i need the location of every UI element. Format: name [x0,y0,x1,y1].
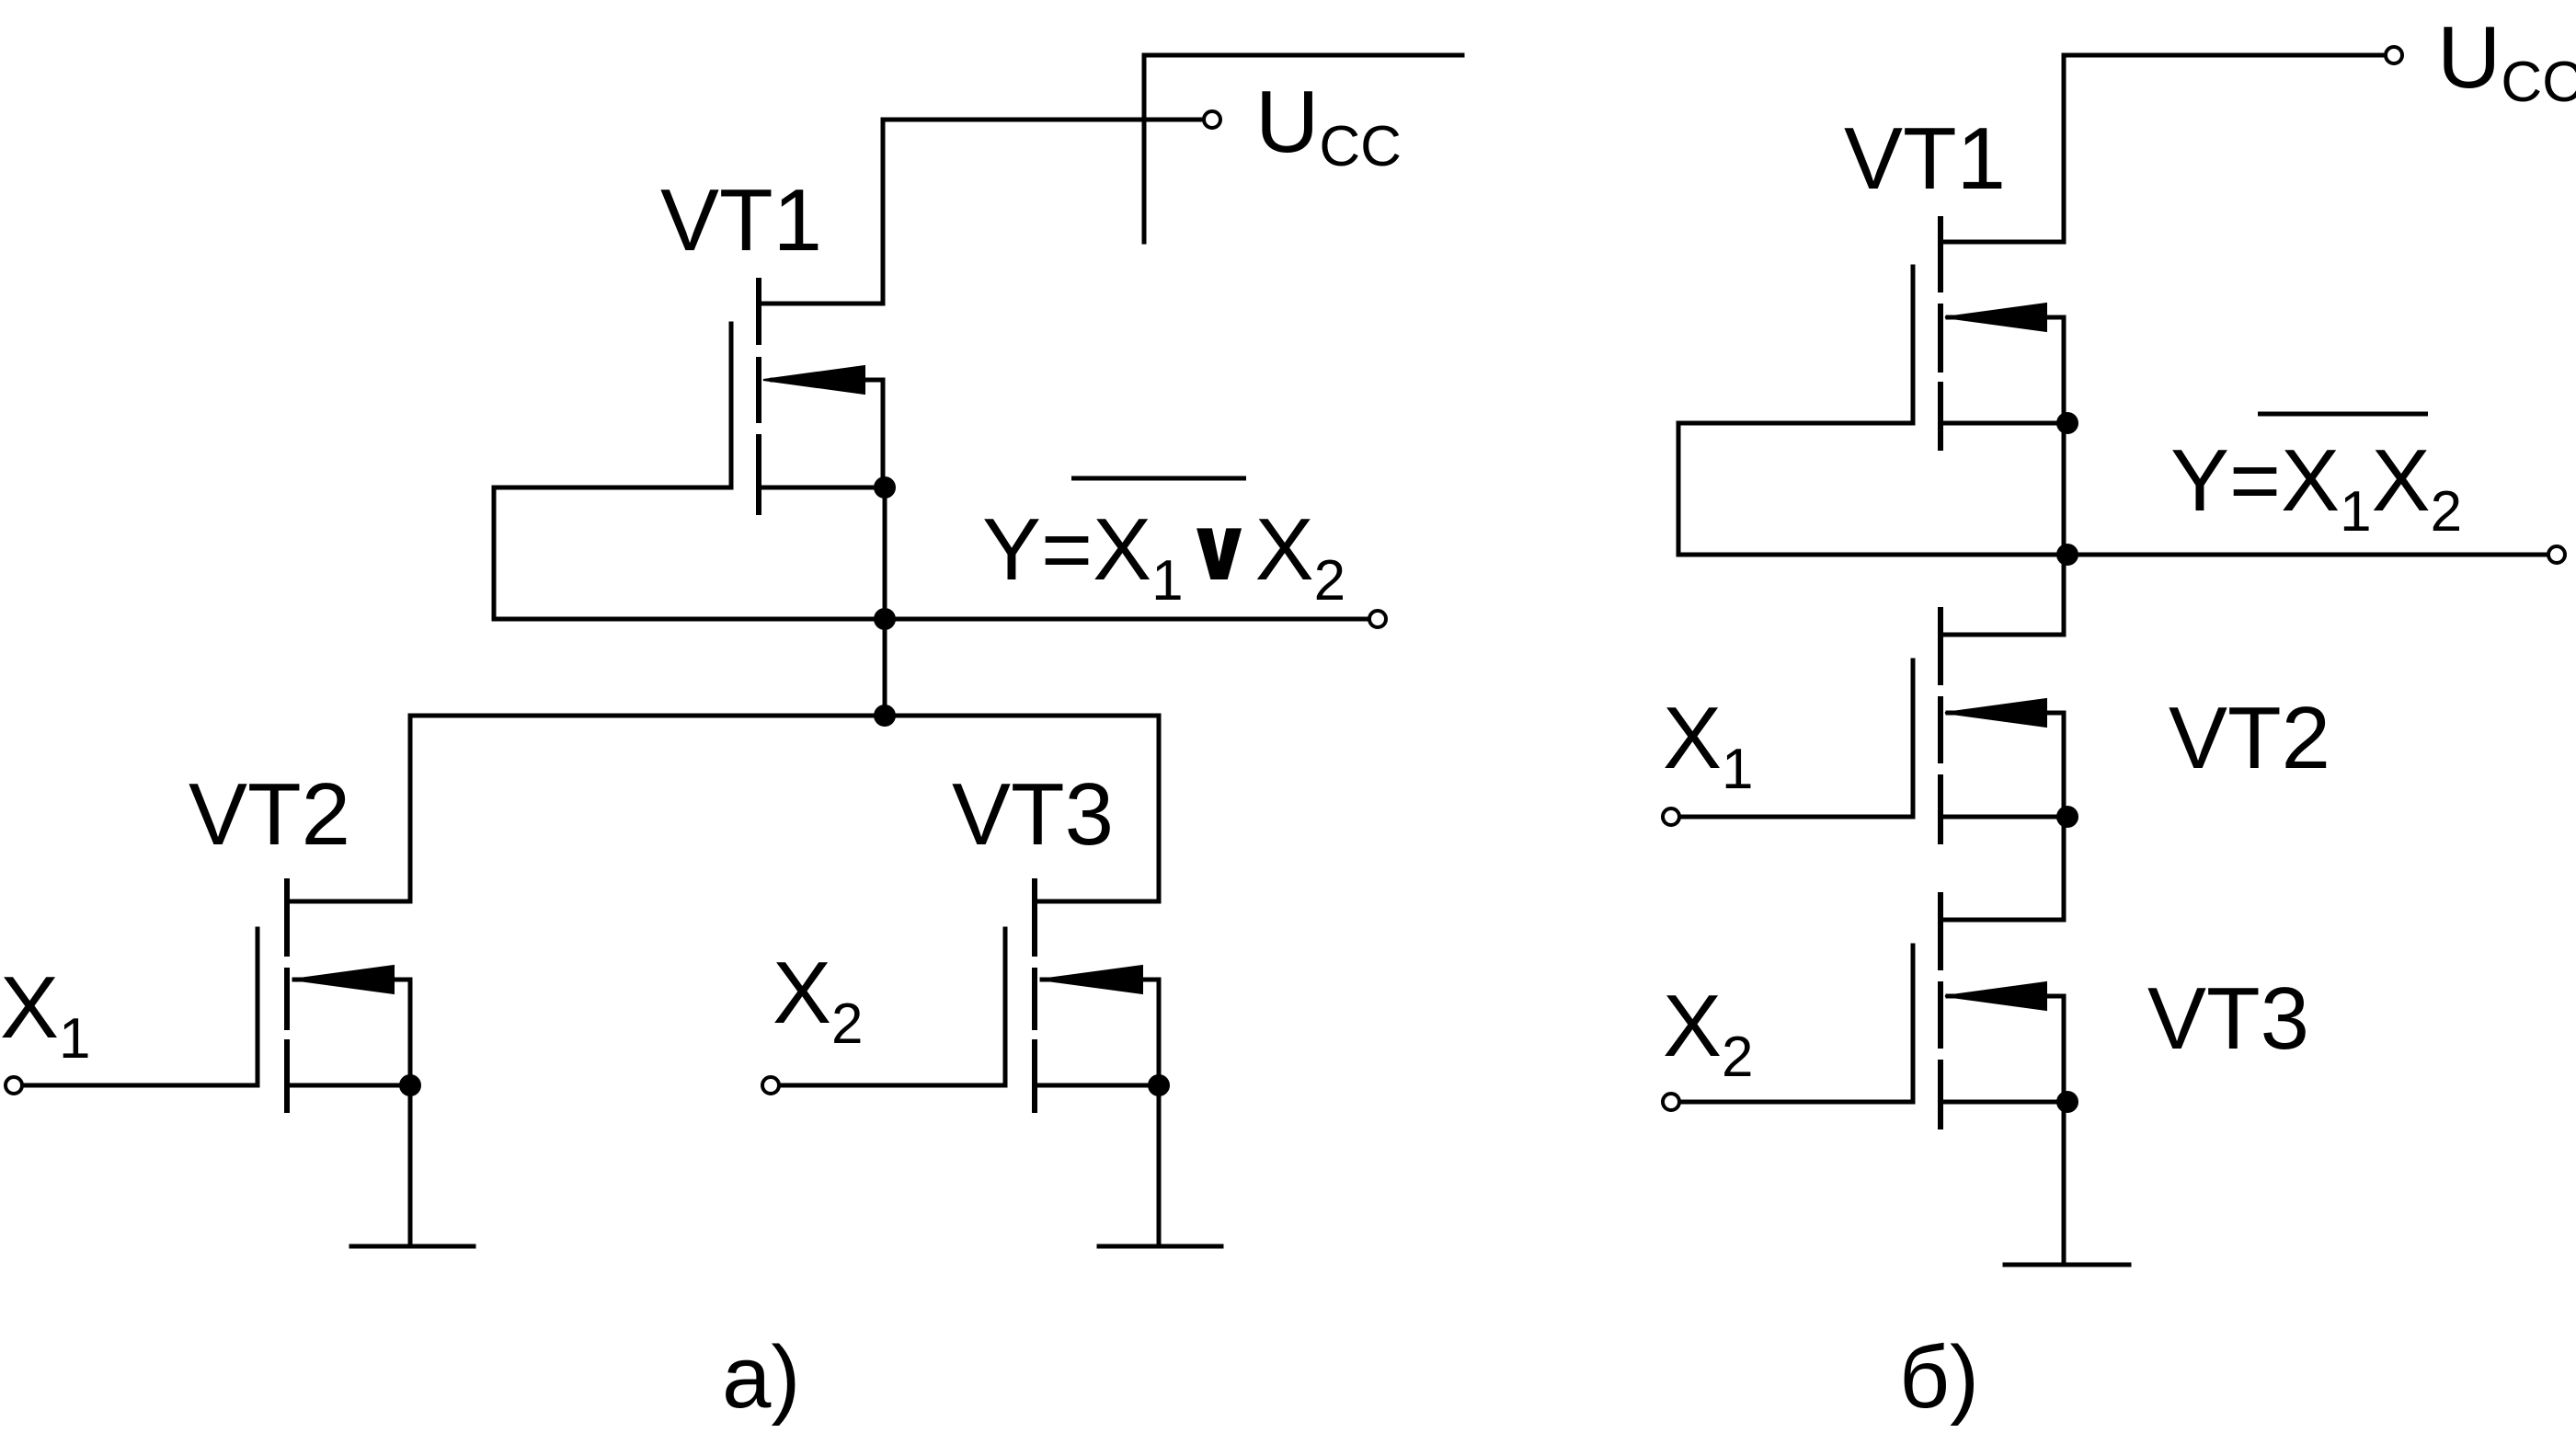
diagram-b-vt1-transistor [1141,52,2067,451]
diagram-a-vt1-label: VT1 [660,171,822,269]
diagram-a-ucc-terminal [1202,109,1222,130]
diagram-b-output-terminal [2547,545,2567,565]
diagram-a-vt2-source-node [399,1074,421,1096]
diagram-b-vt1-source-node [2056,412,2078,434]
diagram-a-output-node [874,608,896,630]
diagram-a-x2-label: X2 [773,944,864,1056]
diagram-b-caption: б) [1899,1328,1979,1427]
diagram-a-bus-node [874,705,896,727]
diagram-a-x1-label: X1 [0,958,91,1071]
diagram-b-vt1-label: VT1 [1844,109,2006,208]
diagram-b-x2-label: X2 [1663,977,1754,1089]
diagram-b-vt2-source-node [2056,806,2078,828]
diagram-b-vt3-label: VT3 [2147,969,2309,1068]
diagram-b-vt3-transistor [1676,892,2132,1267]
diagram-a-vt2-transistor [16,713,476,1249]
svg-text:Y=X1X2: Y=X1X2 [2170,431,2462,544]
diagram-a-output-formula: Y=X1∨X2 [982,476,1345,613]
diagram-b-ucc-terminal [2384,45,2404,65]
diagram-a-x2-terminal [761,1075,781,1095]
diagram-a-vt3-transistor [774,713,1224,1249]
diagram-b-ucc-label: UCC [2437,8,2576,114]
diagram-b-vt3-source-node [2056,1091,2078,1113]
diagram-b-x1-label: X1 [1663,689,1754,801]
diagram-a-caption: а) [722,1328,800,1427]
diagram-b-x1-terminal [1661,807,1681,827]
diagram-b-x2-terminal [1661,1092,1681,1112]
diagram-a-vt1-transistor [728,117,1208,515]
diagram-a-output-terminal [1368,609,1388,629]
diagram-a: UCC VT1 VT2 VT3 X1 X2 Y=X1∨X2 а) [0,73,1402,1427]
diagram-a-vt3-source-node [1148,1074,1170,1096]
diagram-a-ucc-label: UCC [1255,73,1402,178]
svg-text:Y=X1∨X2: Y=X1∨X2 [982,500,1345,613]
diagram-a-vt3-label: VT3 [952,765,1114,864]
diagram-a-vt2-label: VT2 [189,765,350,864]
diagram-a-x1-terminal [4,1075,24,1095]
diagram-b-output-node [2056,544,2078,566]
diagram-b-output-formula: Y=X1X2 [2170,411,2462,544]
diagram-b: UCC VT1 VT2 VT3 X1 X2 Y=X1X2 б) [1141,8,2576,1427]
diagram-b-vt2-label: VT2 [2169,689,2330,787]
